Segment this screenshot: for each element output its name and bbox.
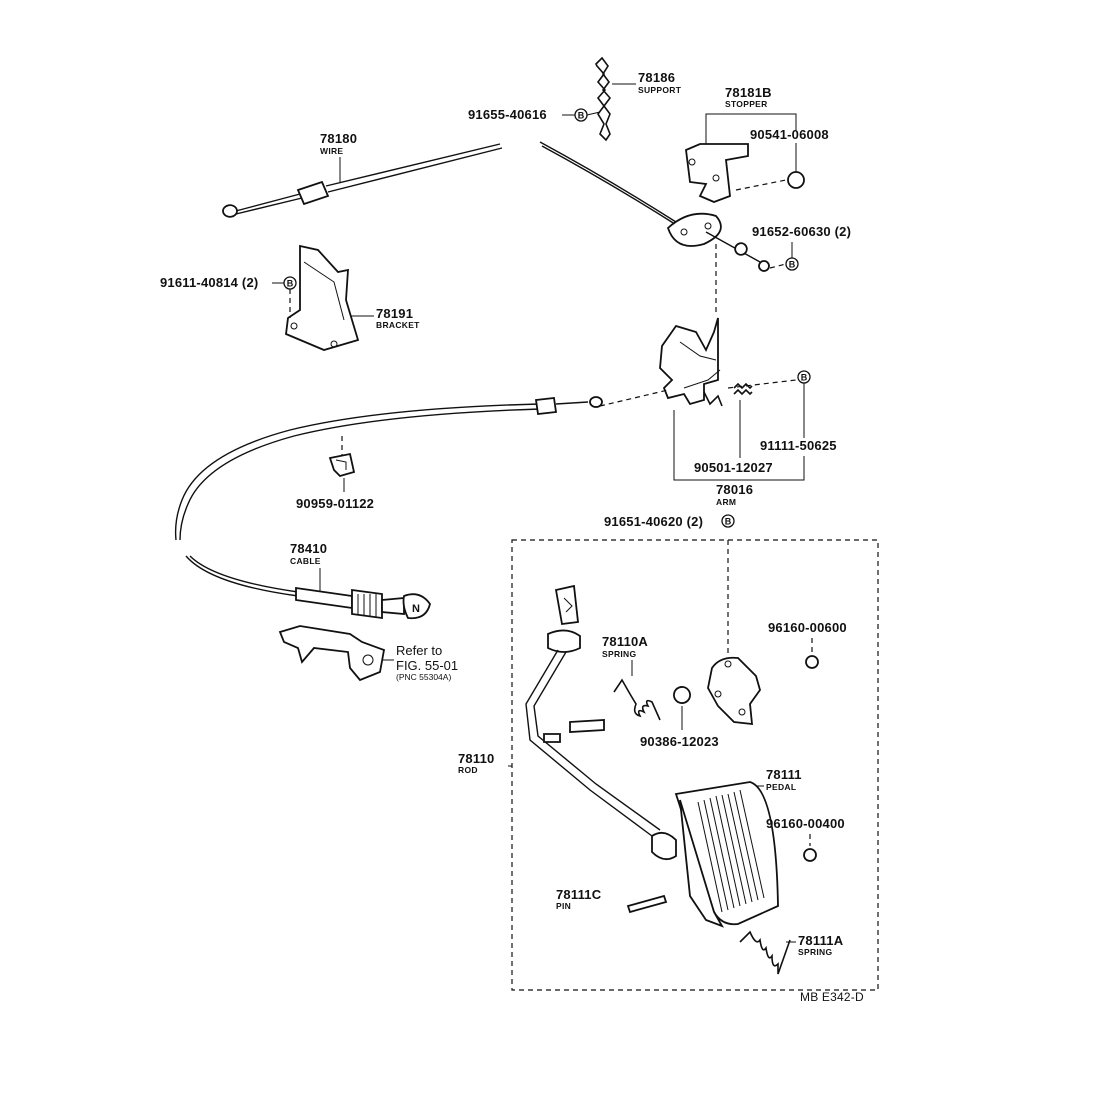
part-number-78016: 78016 [716, 482, 753, 497]
bracket-78191: 78191 BRACKET [285, 244, 420, 351]
part-name-78111A: SPRING [798, 947, 832, 957]
spring-90501 [733, 382, 753, 396]
support-78186: 78186 SUPPORT [595, 56, 682, 142]
reference-line1: Refer to [396, 643, 442, 658]
badge-b-icon: B [721, 514, 735, 528]
part-number-91651-40620: 91651-40620 (2) [604, 514, 703, 529]
part-name-78110A: SPRING [602, 649, 636, 659]
badge-b-icon: B [574, 108, 588, 122]
screw-91655-40616: 91655-40616 B [468, 107, 601, 122]
part-number-90959-01122: 90959-01122 [296, 496, 374, 511]
bolt-90541-06008: 90541-06008 [750, 127, 829, 189]
part-name-78191: BRACKET [376, 320, 420, 330]
pivot-plate [666, 212, 770, 316]
part-number-78181B: 78181B [725, 85, 772, 100]
badge-91111: B 91111-50625 [760, 370, 837, 453]
reference-line2: FIG. 55-01 [396, 658, 458, 673]
svg-text:B: B [578, 111, 585, 121]
part-number-90541-06008: 90541-06008 [750, 127, 829, 142]
spring-78111A: 78111A SPRING [739, 930, 844, 975]
bolt-91652-60630: 91652-60630 (2) B [752, 224, 851, 271]
part-number-91655-40616: 91655-40616 [468, 107, 547, 122]
leaders-arm: 90501-12027 78016 ARM [673, 400, 805, 507]
part-number-78110: 78110 [458, 751, 494, 766]
nut-96160-00400: 96160-00400 [766, 816, 845, 862]
rod-78110: 78110 ROD [458, 584, 677, 861]
pin-78111C: 78111C PIN [556, 887, 668, 914]
part-number-78191: 78191 [376, 306, 413, 321]
part-number-78110A: 78110A [602, 634, 648, 649]
part-number-78186: 78186 [638, 70, 675, 85]
part-name-78016: ARM [716, 497, 736, 507]
knob-letter: N [412, 603, 420, 615]
part-name-78180: WIRE [320, 146, 343, 156]
stopper-78181B: 78181B STOPPER [685, 85, 797, 203]
svg-text:B: B [725, 517, 732, 527]
part-number-96160-00400: 96160-00400 [766, 816, 845, 831]
reference-line3: (PNC 55304A) [396, 672, 451, 682]
spring-78110A: 78110A SPRING [602, 634, 661, 721]
clip-90959-01122: 90959-01122 [296, 452, 374, 511]
cable-loop [174, 396, 603, 541]
badge-b-icon: B [785, 257, 799, 271]
pedal-78111: 78111 PEDAL [674, 767, 802, 928]
part-number-91611-40814: 91611-40814 (2) [160, 275, 258, 290]
wire-78180: 78180 WIRE [222, 131, 679, 227]
part-number-78180: 78180 [320, 131, 357, 146]
nut-96160-00600: 96160-00600 [768, 620, 847, 669]
part-name-78181B: STOPPER [725, 99, 768, 109]
bracket-refer: Refer to FIG. 55-01 (PNC 55304A) [278, 625, 458, 682]
part-name-78111C: PIN [556, 901, 571, 911]
part-number-91652-60630: 91652-60630 (2) [752, 224, 851, 239]
bolt-91651-40620: 91651-40620 (2) B [604, 514, 735, 654]
bolt-91611-40814: 91611-40814 (2) B [160, 275, 297, 318]
part-number-90386-12023: 90386-12023 [640, 734, 719, 749]
badge-b-icon: B [797, 370, 811, 384]
part-name-78111: PEDAL [766, 782, 796, 792]
part-name-78186: SUPPORT [638, 85, 682, 95]
part-number-78410: 78410 [290, 541, 327, 556]
cable-78410: 78410 CABLE N [185, 541, 431, 620]
part-name-78110: ROD [458, 765, 478, 775]
arm-78016 [599, 317, 797, 407]
part-number-90501-12027: 90501-12027 [694, 460, 773, 475]
svg-text:B: B [287, 279, 294, 289]
pedal-assembly-frame [511, 539, 879, 991]
part-name-78410: CABLE [290, 556, 321, 566]
part-number-78111: 78111 [766, 767, 802, 782]
part-number-78111C: 78111C [556, 887, 602, 902]
part-number-91111-50625: 91111-50625 [760, 438, 837, 453]
pedal-mount-plate [707, 656, 761, 726]
badge-b-icon: B [283, 276, 297, 290]
part-number-78111A: 78111A [798, 933, 844, 948]
diagram-code: MB E342-D [800, 990, 864, 1004]
part-number-96160-00600: 96160-00600 [768, 620, 847, 635]
bushing-90386-12023: 90386-12023 [640, 686, 719, 749]
svg-text:B: B [789, 260, 796, 270]
svg-text:B: B [801, 373, 808, 383]
